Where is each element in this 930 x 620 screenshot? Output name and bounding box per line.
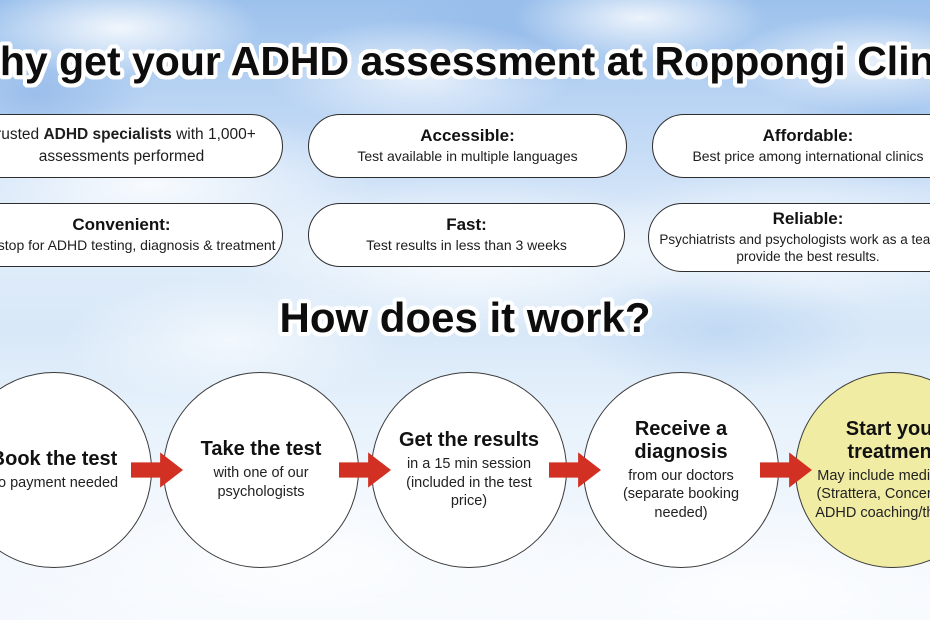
how-it-works-heading: How does it work?: [279, 294, 651, 341]
step-text: in a 15 min session (included in the tes…: [406, 456, 532, 510]
step-title: Take the test: [200, 438, 322, 461]
pill-heading: Convenient:: [72, 215, 171, 235]
benefit-pill-convenient: Convenient: One stop for ADHD testing, d…: [0, 203, 283, 267]
step-circle-book-test: Book the test no payment needed: [0, 372, 152, 568]
benefit-pill-reliable: Reliable: Psychiatrists and psychologist…: [648, 203, 930, 272]
pill-text: Test available in multiple languages: [357, 148, 578, 165]
step-circle-take-test: Take the test with one of our psychologi…: [163, 372, 359, 568]
step-circle-start-treatment: Start your treatment May include medicat…: [795, 372, 930, 568]
pill-heading: Fast:: [446, 215, 487, 235]
benefit-pill-fast: Fast: Test results in less than 3 weeks: [308, 203, 625, 267]
pill-heading: Reliable:: [772, 209, 844, 229]
pill-text-regular: Trusted: [0, 125, 40, 143]
step-title: Start your treatment: [845, 417, 930, 463]
pill-heading: Accessible:: [420, 126, 515, 146]
pill-heading: Affordable:: [762, 126, 854, 146]
step-text: May include medication (Strattera, Conce…: [815, 467, 930, 521]
benefit-pill-affordable: Affordable: Best price among internation…: [652, 114, 930, 178]
pill-text: Trusted ADHD specialists with 1,000+ ass…: [0, 124, 272, 169]
pill-text: Psychiatrists and psychologists work as …: [659, 231, 930, 264]
pill-text-bold: ADHD specialists: [43, 125, 172, 143]
step-text: with one of our psychologists: [213, 465, 309, 500]
step-text: from our doctors (separate booking neede…: [622, 467, 740, 521]
step-title: Get the results: [398, 429, 540, 452]
pill-text: Test results in less than 3 weeks: [366, 237, 567, 254]
pill-text-regular: with 1,000+ assessments performed: [38, 125, 256, 165]
pill-text: Best price among international clinics: [692, 148, 924, 165]
step-text: no payment needed: [0, 474, 119, 491]
step-circle-get-results: Get the results in a 15 min session (inc…: [371, 372, 567, 568]
step-circle-receive-diagnosis: Receive a diagnosis from our doctors (se…: [583, 372, 779, 568]
benefit-pill-specialists: Trusted ADHD specialists with 1,000+ ass…: [0, 114, 283, 178]
main-title: Why get your ADHD assessment at Roppongi…: [0, 38, 930, 84]
step-title: Receive a diagnosis: [634, 417, 728, 463]
step-title: Book the test: [0, 447, 118, 470]
benefit-pill-accessible: Accessible: Test available in multiple l…: [308, 114, 627, 178]
pill-text: One stop for ADHD testing, diagnosis & t…: [0, 237, 276, 254]
